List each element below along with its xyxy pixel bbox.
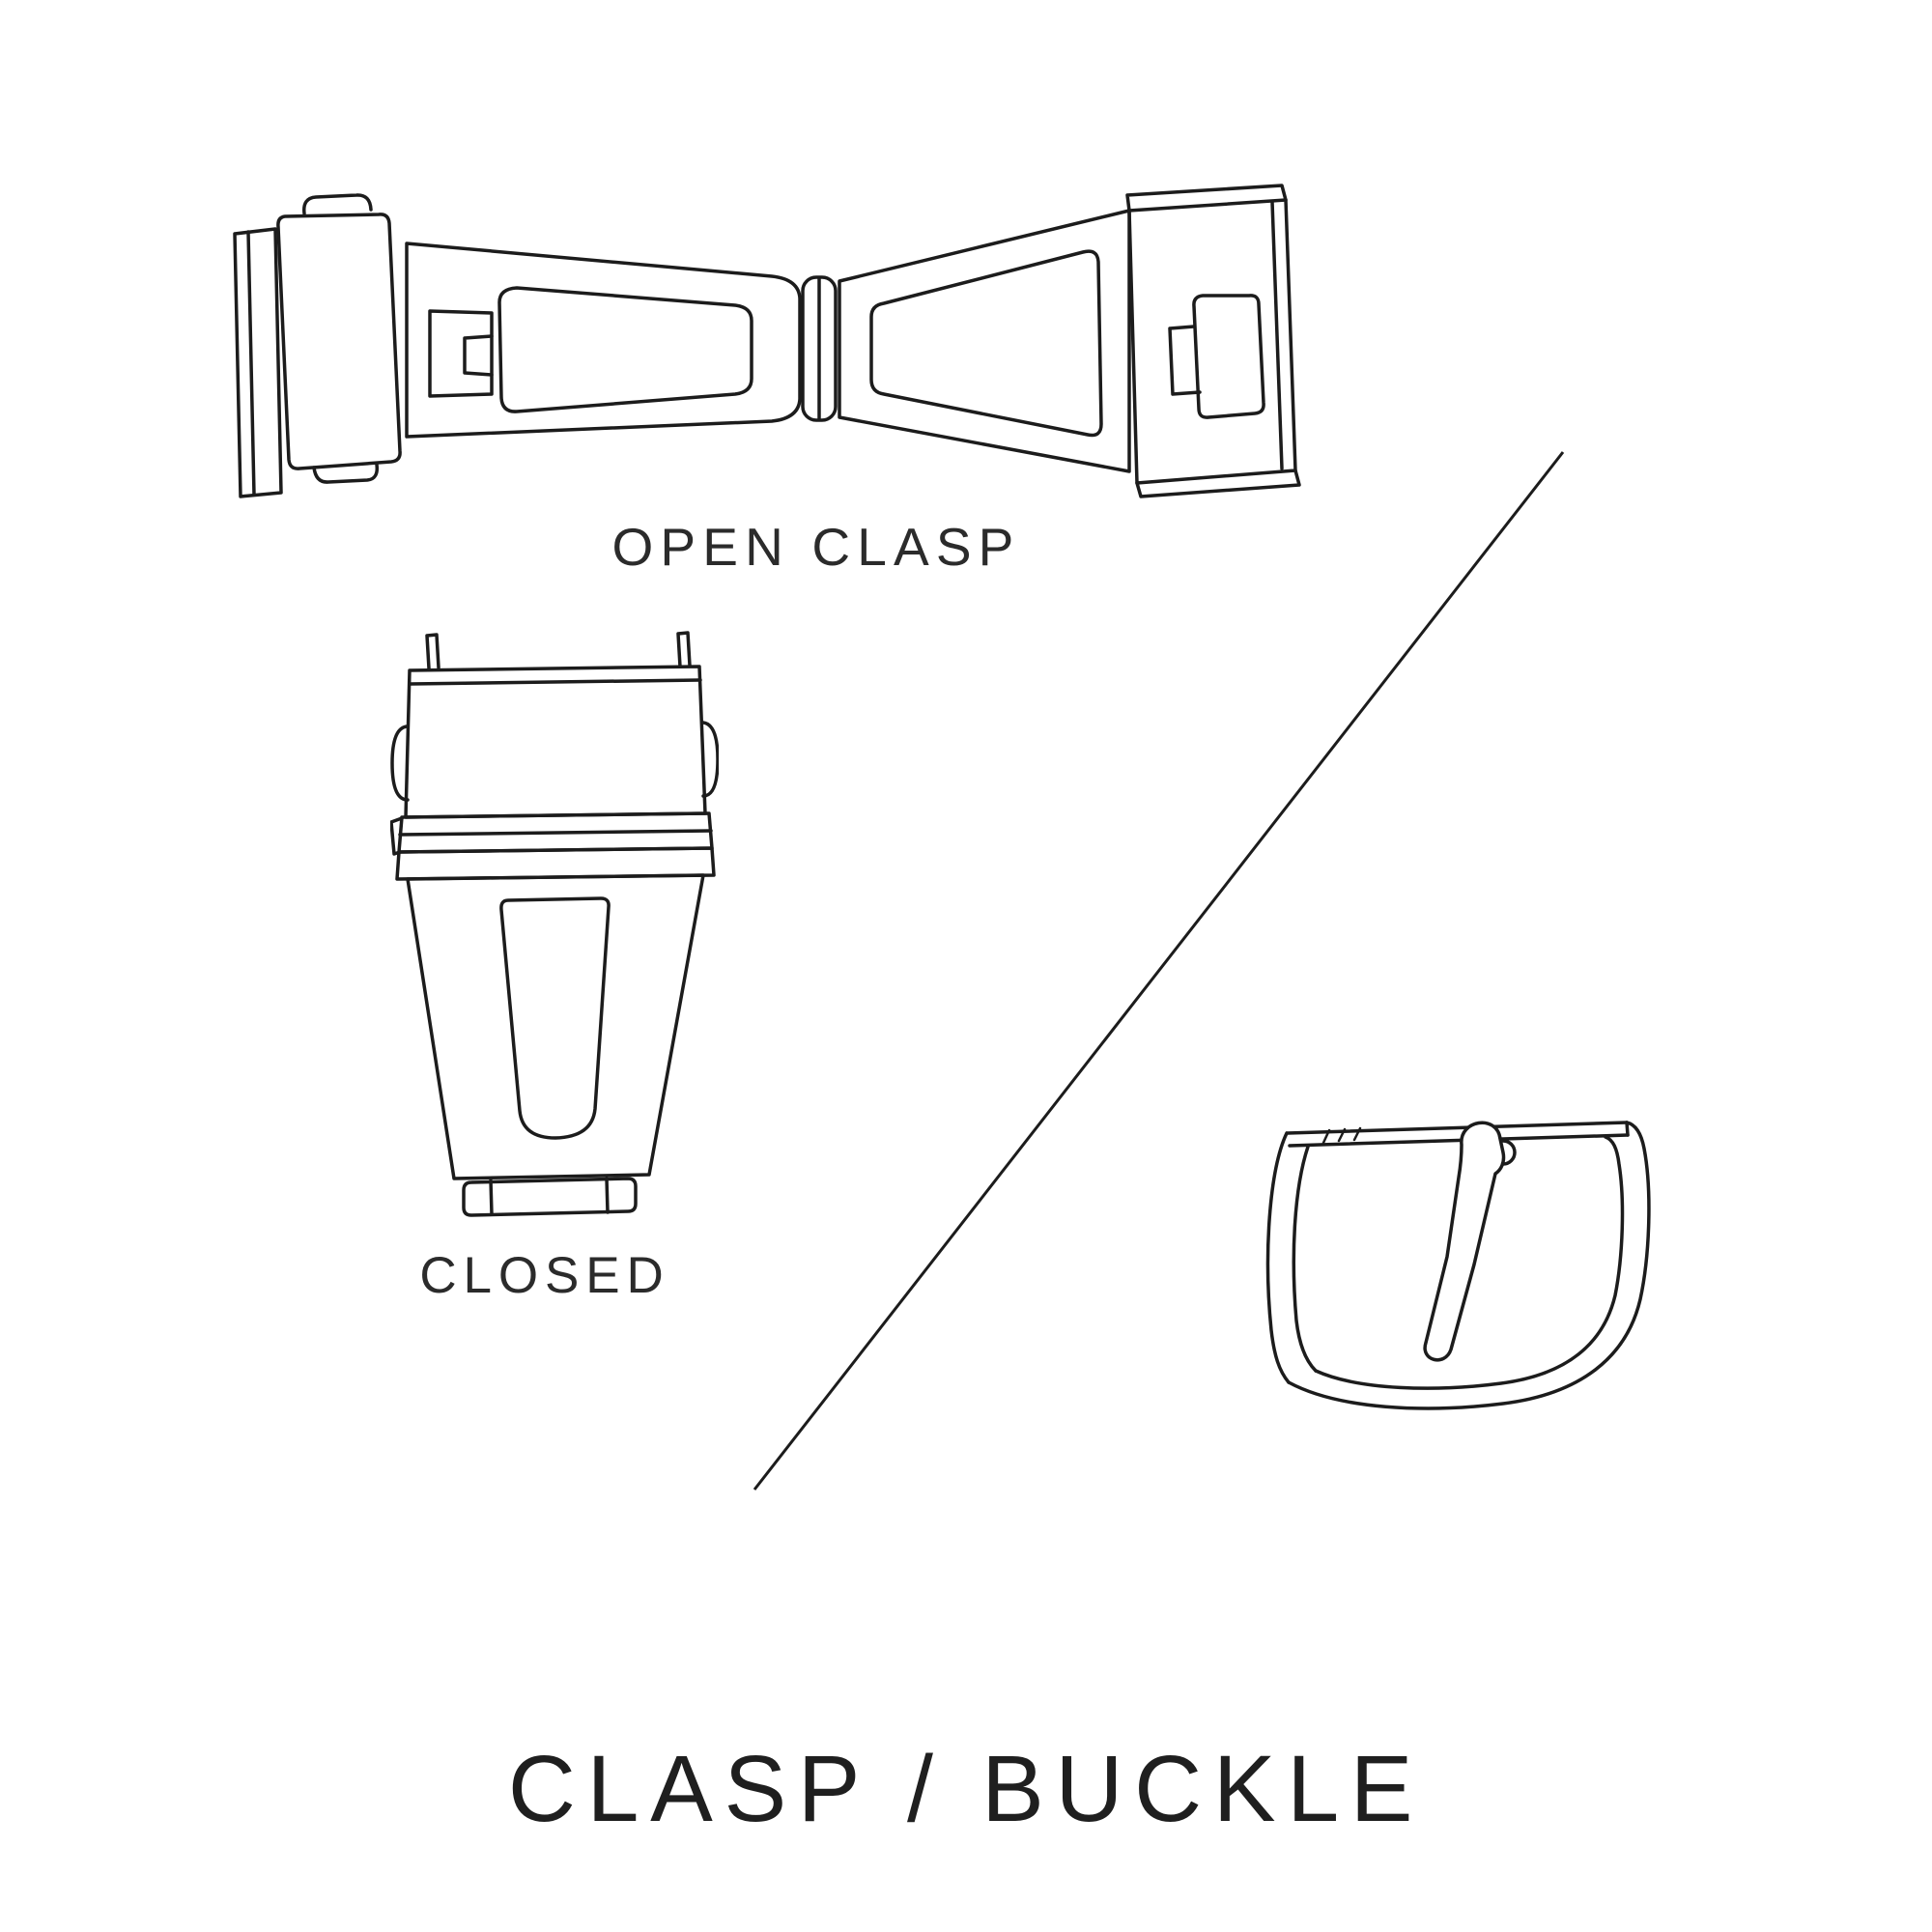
closed-clasp-illustration: [390, 628, 719, 1223]
closed-clasp-label: CLOSED: [419, 1247, 670, 1304]
open-clasp-label: OPEN CLASP: [611, 517, 1021, 577]
open-clasp-drawing: [233, 184, 1301, 498]
tang-buckle-illustration: [1260, 1110, 1665, 1434]
tang-buckle-drawing: [1265, 1121, 1651, 1410]
open-clasp-illustration: [225, 184, 1317, 502]
diagram-title: CLASP / BUCKLE: [507, 1736, 1425, 1841]
closed-clasp-drawing: [390, 631, 719, 1217]
